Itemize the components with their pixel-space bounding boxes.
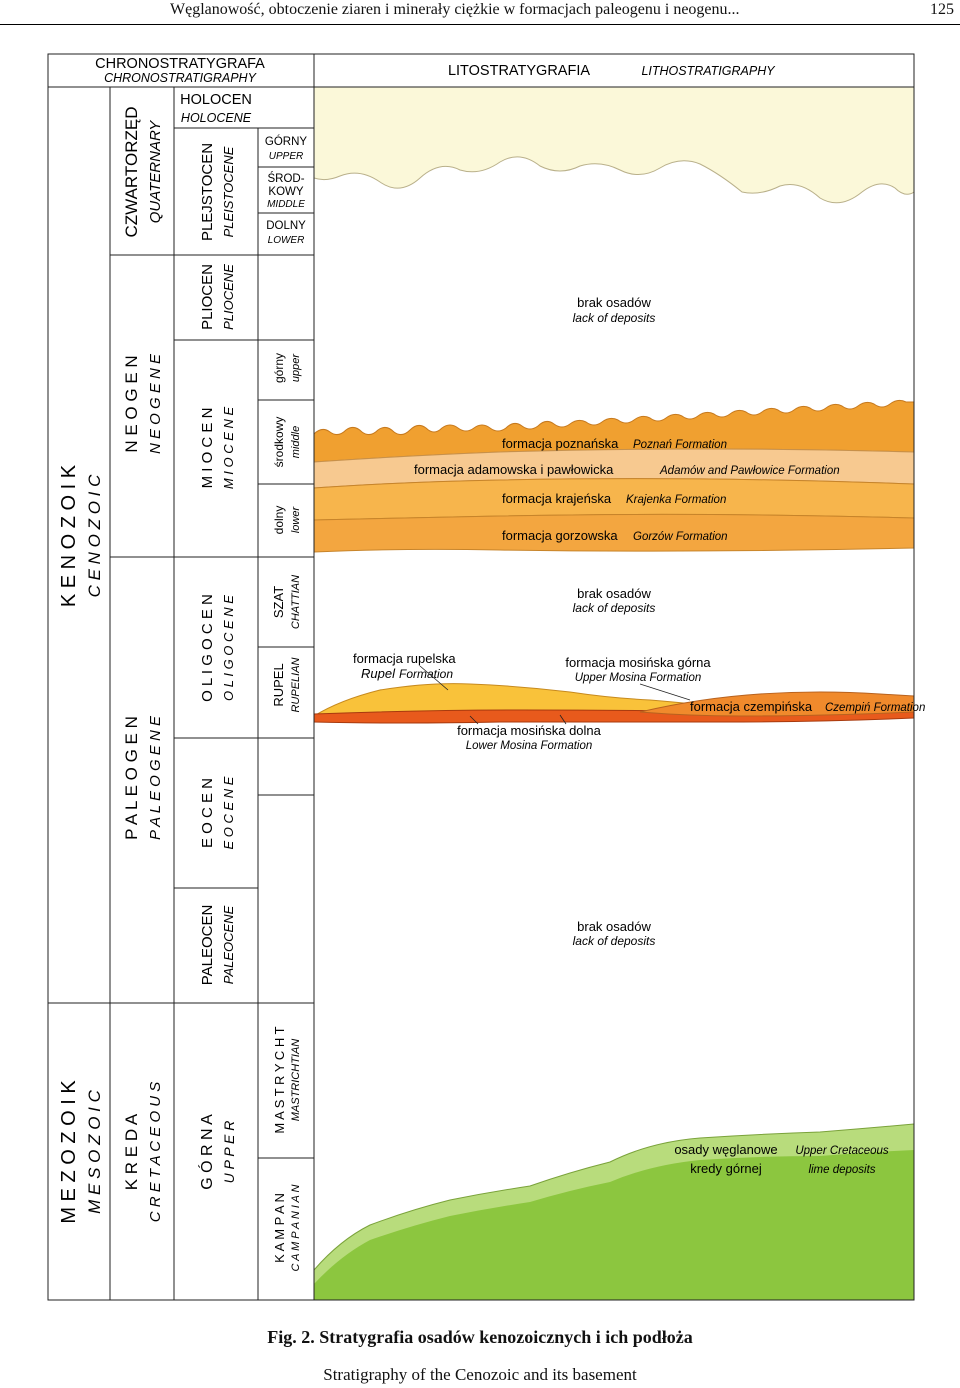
stage-srod-2: KOWY: [268, 186, 303, 198]
mosina-formation-layer: [314, 697, 914, 724]
series-miocene: M I O C E N E: [221, 407, 236, 490]
adamow-label-pl: formacja adamowska i pawłowicka: [414, 462, 614, 477]
stage-srod-1: ŚROD-: [267, 172, 304, 185]
figure-caption-en: Stratigraphy of the Cenozoic and its bas…: [323, 1365, 637, 1384]
series-plejstocen: PLEJSTOCEN: [199, 143, 216, 241]
lack-deposits-2-en: lack of deposits: [573, 601, 656, 615]
table-grid: [47, 53, 915, 1301]
stage-miocene-srodkowy: środkowy: [272, 417, 286, 468]
lack-deposits-2-pl: brak osadów: [577, 586, 651, 601]
stage-chattian: CHATTIAN: [290, 575, 302, 629]
system-paleogene: P A L E O G E N E: [147, 715, 164, 840]
stage-miocene-lower: lower: [290, 506, 302, 534]
poznan-label-en: Poznań Formation: [633, 439, 727, 451]
gorzow-label-en: Gorzów Formation: [633, 531, 728, 543]
era-kenozoik: K E N O Z O I K: [58, 464, 80, 607]
system-neogene: N E O G E N E: [147, 353, 164, 454]
mosina-upper-label-en: Upper Mosina Formation: [575, 672, 702, 684]
stage-kampan: K A M P A N: [272, 1193, 287, 1263]
era-mezozoik: M E Z O Z O I K: [58, 1080, 80, 1224]
cretaceous-label-en-2: lime deposits: [808, 1164, 875, 1176]
chrono-heading-en: CHRONOSTRATIGRAPHY: [104, 71, 258, 85]
series-paleocene: PALEOCENE: [221, 905, 236, 984]
adamow-label-en: Adamów and Pawłowice Formation: [659, 465, 840, 477]
stage-rupelian: RUPELIAN: [290, 657, 302, 712]
stage-dolny: DOLNY: [266, 220, 306, 232]
stage-middle: MIDDLE: [267, 199, 305, 210]
series-oligocen: O L I G O C E N: [199, 594, 216, 702]
gorzow-formation-layer: [314, 513, 914, 553]
poznan-label-pl: formacja poznańska: [502, 436, 619, 451]
poznan-formation-layer: [314, 399, 914, 463]
stage-miocene-gorny: górny: [272, 353, 286, 383]
series-eocene: E O C E N E: [221, 776, 236, 849]
czempin-formation-layer: [639, 691, 914, 717]
page-header: Węglanowość, obtoczenie ziaren i minerał…: [0, 0, 960, 25]
system-quaternary: QUATERNARY: [147, 120, 164, 224]
cretaceous-label-pl-2: kredy górnej: [690, 1161, 762, 1176]
mosina-lower-label-en: Lower Mosina Formation: [466, 740, 593, 752]
leader-lines: [419, 665, 691, 725]
series-paleocen: PALEOCEN: [199, 905, 216, 986]
litho-heading-pl: LITOSTRATYGRAFIA: [448, 63, 590, 79]
series-oligocene: O L I G O C E N E: [221, 595, 236, 701]
system-kreda: K R E D A: [122, 1113, 141, 1190]
series-holocen: HOLOCEN: [180, 92, 252, 108]
stage-szat: SZAT: [271, 586, 286, 618]
era-mesozoic: M E S O Z O I C: [85, 1089, 104, 1213]
figure-caption-pl: Fig. 2. Stratygrafia osadów kenozoicznyc…: [267, 1327, 693, 1347]
system-czwartorzed: CZWARTORZĘD: [122, 107, 141, 238]
czempin-label-pl: formacja czempińska: [690, 699, 813, 714]
cretaceous-lower-layer: [314, 1150, 914, 1300]
era-cenozoic: C E N O Z O I C: [85, 474, 104, 598]
lack-deposits-1-en: lack of deposits: [573, 311, 656, 325]
rupel-label-en-a: Rupel: [361, 666, 396, 681]
stage-upper: UPPER: [269, 151, 303, 162]
czempin-label-en: Czempiń Formation: [825, 702, 925, 714]
stage-campanian: C A M P A N I A N: [290, 1184, 302, 1271]
lack-deposits-1-pl: brak osadów: [577, 295, 651, 310]
stage-miocene-upper: upper: [290, 353, 302, 382]
series-holocene: HOLOCENE: [181, 111, 252, 125]
series-eocen: E O C E N: [199, 778, 216, 848]
chrono-heading-pl: CHRONOSTRATYGRAFA: [95, 56, 265, 72]
cretaceous-label-en-1: Upper Cretaceous: [795, 1145, 889, 1157]
series-pliocene: PLIOCENE: [221, 264, 236, 330]
lack-deposits-3-pl: brak osadów: [577, 919, 651, 934]
mosina-upper-label-pl: formacja mosińska górna: [565, 655, 711, 670]
series-gorna: G Ó R N A: [197, 1114, 216, 1190]
krajenka-formation-layer: [314, 478, 914, 521]
stage-rupel: RUPEL: [271, 663, 286, 706]
running-title: Węglanowość, obtoczenie ziaren i minerał…: [170, 1, 740, 18]
mosina-lower-label-pl: formacja mosińska dolna: [457, 723, 602, 738]
krajenka-label-en: Krajenka Formation: [626, 494, 726, 506]
stage-gorny: GÓRNY: [265, 135, 308, 148]
series-miocen: M I O C E N: [199, 408, 216, 489]
litho-heading-en: LITHOSTRATIGRAPHY: [641, 64, 776, 78]
lithology-panel: [314, 87, 914, 1300]
rupel-label-pl: formacja rupelska: [353, 651, 456, 666]
krajenka-label-pl: formacja krajeńska: [502, 491, 612, 506]
series-pleistocene: PLEISTOCENE: [221, 146, 236, 237]
system-paleogen: P A L E O G E N: [122, 716, 141, 840]
rupel-label-en-b: Formation: [399, 667, 453, 681]
stage-miocene-dolny: dolny: [272, 506, 286, 535]
quaternary-layer: [314, 87, 914, 204]
series-upper-cretaceous: U P P E R: [221, 1121, 237, 1184]
system-neogen: N E O G E N: [122, 355, 141, 452]
gorzow-label-pl: formacja gorzowska: [502, 528, 618, 543]
stage-lower: LOWER: [268, 235, 305, 246]
stage-mastrycht: M A S T R Y C H T: [272, 1026, 287, 1133]
lack-deposits-3-en: lack of deposits: [573, 934, 656, 948]
stage-maastrichtian: MASTRICHTIAN: [290, 1039, 302, 1122]
series-pliocen: PLIOCEN: [199, 264, 216, 330]
page-number: 125: [930, 1, 954, 18]
stage-miocene-middle: middle: [290, 426, 302, 458]
system-cretaceous: C R E T A C E O U S: [147, 1082, 164, 1223]
cretaceous-label-pl-1: osady węglanowe: [674, 1142, 777, 1157]
